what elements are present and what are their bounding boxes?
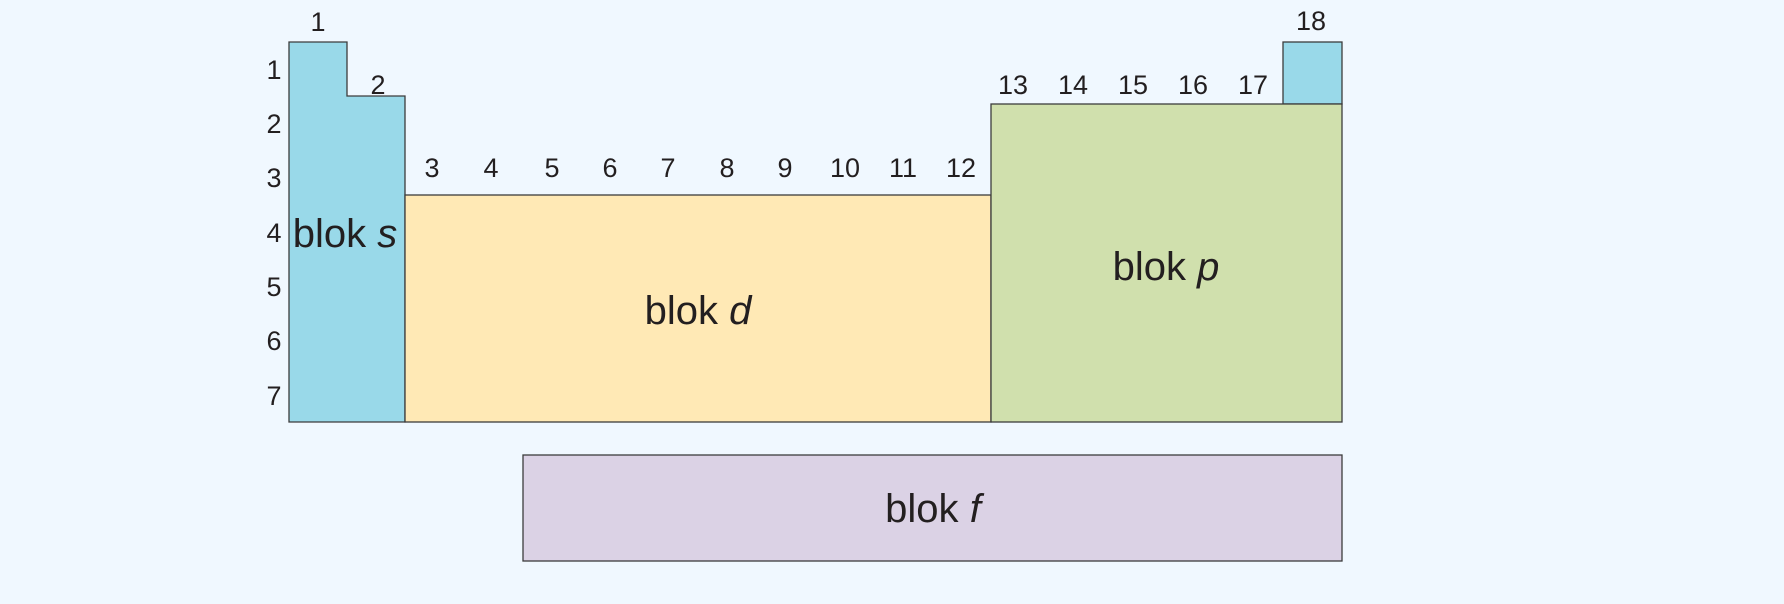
- group-label: 18: [1296, 6, 1326, 36]
- group-label: 5: [544, 153, 559, 183]
- p-block-label: blok p: [1113, 245, 1220, 289]
- group-label: 9: [777, 153, 792, 183]
- helium-s-cell: [1282, 41, 1343, 105]
- group-label: 14: [1058, 70, 1088, 100]
- group-label: 10: [830, 153, 860, 183]
- p-block-label-letter: p: [1196, 245, 1219, 289]
- f-block-label-word: blok: [885, 487, 959, 531]
- period-label: 2: [266, 109, 281, 139]
- d-block-label: blok d: [645, 289, 754, 333]
- f-block-region: [522, 454, 1343, 562]
- s-block-label-word: blok: [293, 212, 367, 256]
- group-label: 2: [370, 70, 385, 100]
- period-label: 5: [266, 272, 281, 302]
- group-label: 7: [660, 153, 675, 183]
- period-label: 3: [266, 163, 281, 193]
- period-labels: 1 2 3 4 5 6 7: [266, 55, 281, 411]
- s-block-region: [288, 41, 406, 423]
- d-block-region: [404, 194, 992, 423]
- group-label: 13: [998, 70, 1028, 100]
- f-block-label: blok f: [885, 487, 985, 531]
- d-block-label-word: blok: [645, 289, 719, 333]
- period-label: 4: [266, 218, 281, 248]
- p-block-region: [990, 103, 1343, 423]
- group-label: 11: [889, 153, 917, 183]
- group-label: 16: [1178, 70, 1208, 100]
- period-label: 7: [266, 381, 281, 411]
- group-label: 8: [719, 153, 734, 183]
- group-labels: 1 2 3 4 5 6 7 8 9 10 11 12 13 14 15 16 1…: [310, 6, 1326, 183]
- d-block-label-letter: d: [729, 289, 753, 333]
- group-label: 12: [946, 153, 976, 183]
- group-label: 15: [1118, 70, 1148, 100]
- group-label: 1: [310, 7, 325, 37]
- group-label: 3: [424, 153, 439, 183]
- s-block-label: blok s: [293, 212, 398, 256]
- group-label: 6: [602, 153, 617, 183]
- s-block-label-letter: s: [377, 212, 397, 256]
- period-label: 6: [266, 326, 281, 356]
- period-label: 1: [266, 55, 281, 85]
- group-label: 4: [483, 153, 498, 183]
- p-block-label-word: blok: [1113, 245, 1187, 289]
- group-label: 17: [1238, 70, 1268, 100]
